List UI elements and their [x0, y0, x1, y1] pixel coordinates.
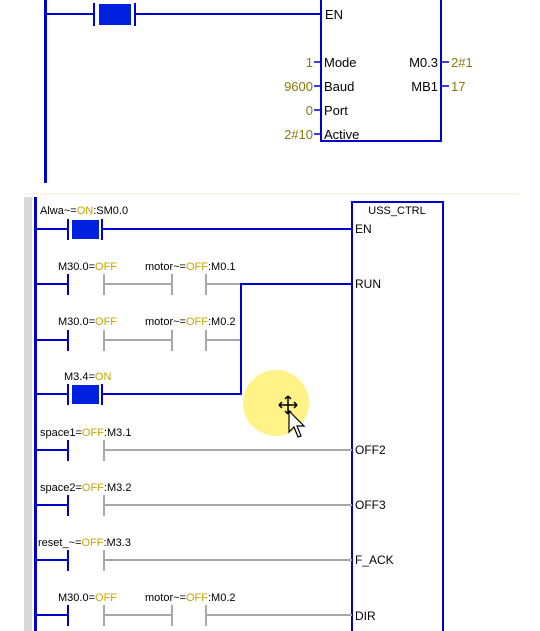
contact-label: Alwa~ [40, 205, 70, 217]
pin-run: RUN [355, 277, 381, 291]
top-input-baud: 9600 Baud [284, 79, 354, 94]
contact-m34-on[interactable]: M3.4=ON [37, 371, 241, 405]
contact-label: M30.0 [58, 592, 89, 604]
top-output-m03: M0.3 2#1 [409, 55, 473, 70]
contact-m30-row2[interactable]: M30.0=OFF [37, 316, 171, 351]
contact-label: motor~ [145, 316, 180, 328]
svg-text:motor~=OFF:M0.2: motor~=OFF:M0.2 [145, 316, 236, 328]
contact-label: reset_~ [38, 537, 75, 549]
svg-text:motor~=OFF:M0.1: motor~=OFF:M0.1 [145, 261, 236, 273]
top-input-value: 9600 [284, 79, 313, 94]
top-contact-on[interactable] [93, 3, 136, 26]
contact-m30-run[interactable]: M30.0=OFF [37, 261, 171, 295]
move-cursor-icon [278, 395, 306, 438]
top-input-active: 2#10 Active [284, 127, 359, 142]
top-en-pin: EN [325, 7, 343, 22]
top-network: EN 1 Mode 9600 Baud 0 Port 2#10 Active M… [44, 0, 473, 183]
uss-ctrl-block[interactable] [351, 201, 444, 631]
contact-label: motor~ [145, 261, 180, 273]
top-input-value: 1 [306, 55, 313, 70]
top-output-pin: M0.3 [409, 55, 438, 70]
top-output-mb1: MB1 17 [411, 79, 465, 94]
contact-label: space2 [40, 482, 75, 494]
contact-label: M30.0 [58, 316, 89, 328]
pin-off2: OFF2 [355, 443, 386, 457]
top-input-port: 0 Port [306, 103, 348, 118]
contact-m30-dir[interactable]: M30.0=OFF [37, 592, 171, 626]
svg-text:Alwa~=ON:SM0.0: Alwa~=ON:SM0.0 [40, 205, 128, 217]
pin-off3: OFF3 [355, 498, 386, 512]
contact-motor-m01[interactable]: motor~=OFF:M0.1 [145, 261, 241, 295]
contact-space2[interactable]: space2=OFF:M3.2 [37, 482, 352, 516]
contact-label: motor~ [145, 592, 180, 604]
contact-always-on[interactable]: Alwa~=ON:SM0.0 [37, 205, 352, 240]
contact-reset[interactable]: reset_~=OFF:M3.3 [37, 537, 352, 571]
svg-text:M30.0=OFF: M30.0=OFF [58, 592, 117, 604]
pin-f-ack: F_ACK [355, 553, 394, 567]
pin-en: EN [355, 222, 372, 236]
top-input-value: 2#10 [284, 127, 313, 142]
contact-motor-m02[interactable]: motor~=OFF:M0.2 [145, 316, 241, 351]
contact-label: space1 [40, 427, 75, 439]
svg-text:M30.0=OFF: M30.0=OFF [58, 261, 117, 273]
contact-label: M3.4 [64, 371, 88, 383]
svg-text:motor~=OFF:M0.2: motor~=OFF:M0.2 [145, 592, 236, 604]
svg-text:reset_~=OFF:M3.3: reset_~=OFF:M3.3 [38, 537, 131, 549]
svg-text:space2=OFF:M3.2: space2=OFF:M3.2 [40, 482, 131, 494]
top-left-power-rail [44, 0, 47, 183]
contact-label: M30.0 [58, 261, 89, 273]
top-block-box[interactable] [320, 0, 442, 142]
svg-text:M3.4=ON: M3.4=ON [64, 371, 111, 383]
uss-ctrl-title: USS_CTRL [368, 205, 425, 217]
top-output-value: 17 [451, 79, 465, 94]
svg-text:M30.0=OFF: M30.0=OFF [58, 316, 117, 328]
bottom-left-power-rail [34, 197, 37, 631]
contact-motor-dir[interactable]: motor~=OFF:M0.2 [145, 592, 352, 626]
bottom-network: USS_CTRL Alwa~=ON:SM0.0 EN M30.0=OFF mot… [24, 197, 444, 631]
top-input-value: 0 [306, 103, 313, 118]
svg-text:space1=OFF:M3.1: space1=OFF:M3.1 [40, 427, 131, 439]
top-input-pin: Mode [324, 55, 357, 70]
network-gutter [24, 197, 32, 631]
top-input-mode: 1 Mode [306, 55, 357, 70]
top-output-value: 2#1 [451, 55, 473, 70]
top-output-pin: MB1 [411, 79, 438, 94]
contact-space1[interactable]: space1=OFF:M3.1 [37, 427, 352, 461]
pin-dir: DIR [355, 609, 376, 623]
top-input-pin: Active [324, 127, 359, 142]
top-input-pin: Baud [324, 79, 354, 94]
top-input-pin: Port [324, 103, 348, 118]
